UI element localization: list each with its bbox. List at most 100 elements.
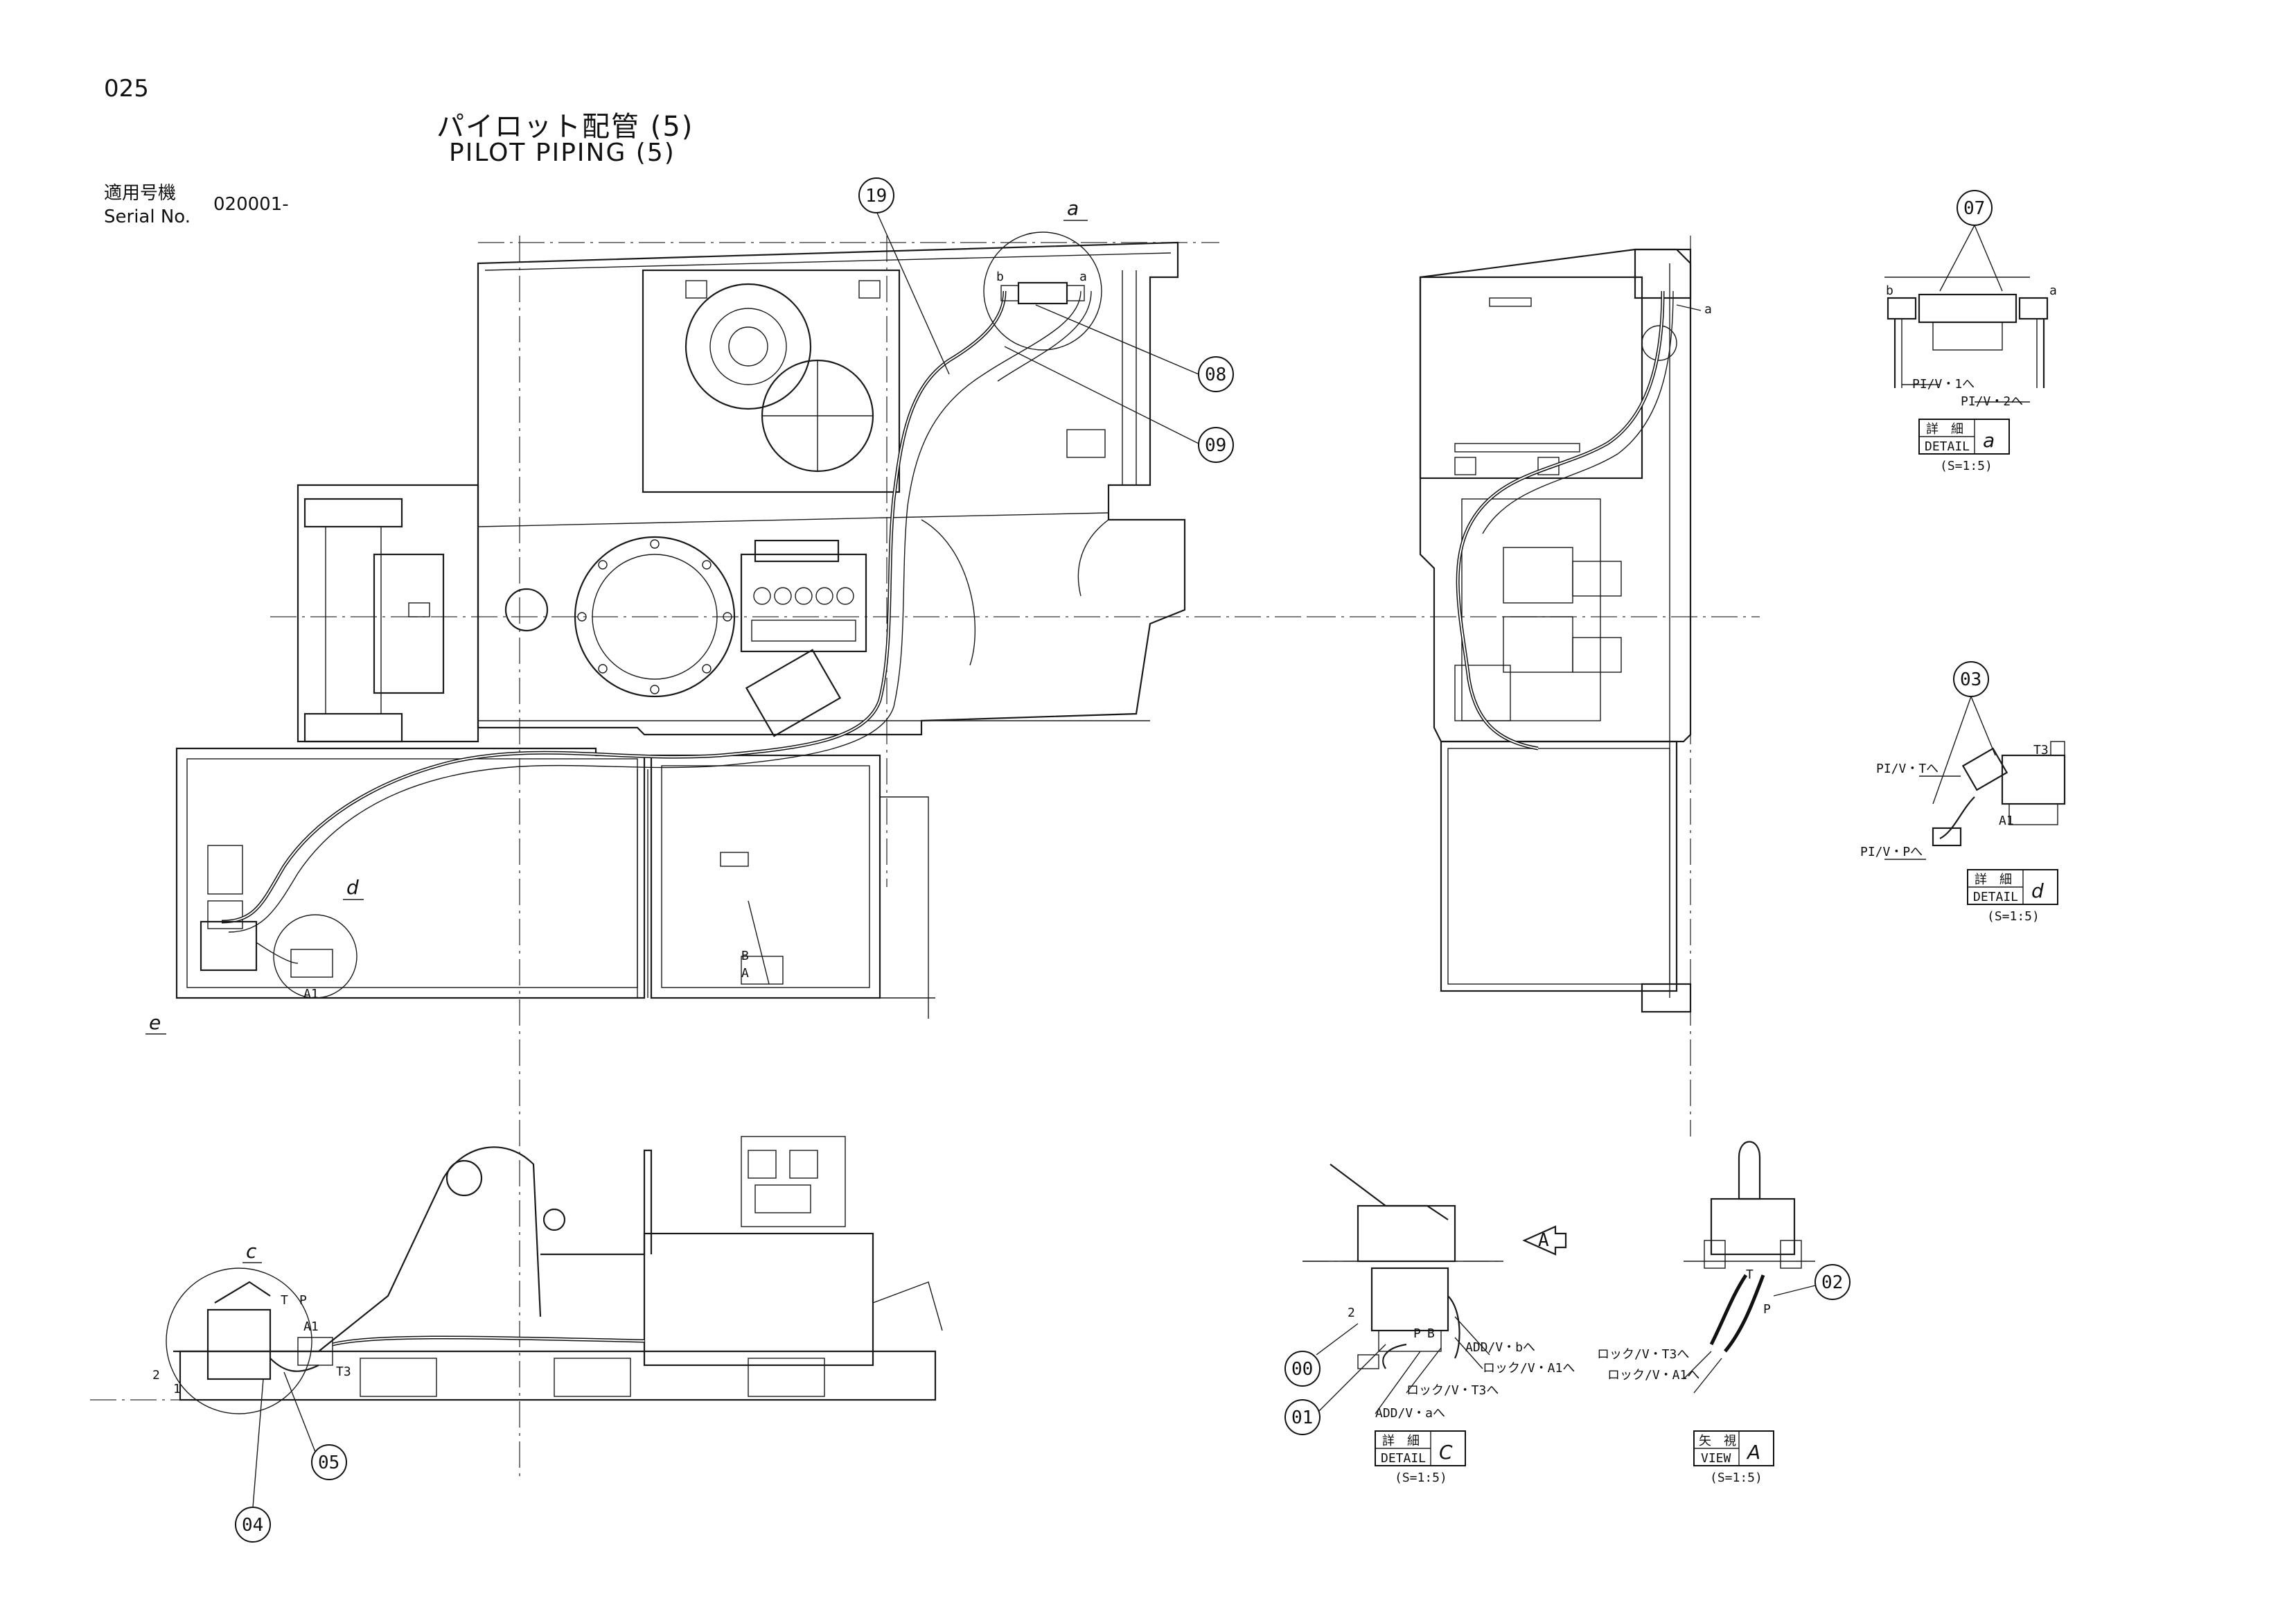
view-a-drawing [1683, 1141, 1815, 1394]
detail-box-c-scale: (S=1:5) [1395, 1471, 1447, 1485]
callout-19: 19 [865, 186, 887, 207]
detail-box-a-en: DETAIL [1925, 439, 1970, 454]
detail-letter-c-side: c [246, 1240, 257, 1263]
port-a1-side: A1 [303, 1319, 319, 1334]
view-marker-a: A [1538, 1230, 1549, 1251]
port-a-a: a [1079, 270, 1087, 284]
detail-d-drawing [1884, 696, 2066, 860]
view-arrow-icon [1522, 1225, 1567, 1256]
port-a1-d: A1 [1999, 814, 2014, 828]
callout-08: 08 [1205, 365, 1226, 385]
detail-box-d: 詳 細 DETAIL d (S=1:5) [1967, 869, 2058, 924]
port-p-v: P [1763, 1302, 1771, 1317]
title-english: PILOT PIPING (5) [449, 139, 675, 167]
detail-box-d-jp: 詳 細 [1975, 872, 2012, 887]
callout-02-circle [1814, 1264, 1851, 1300]
detail-box-view-a-jp: 矢 視 [1699, 1434, 1736, 1448]
callout-01: 01 [1291, 1407, 1313, 1428]
pilot-hose-19 [221, 290, 1092, 933]
port-a-valve: A [741, 966, 749, 981]
detail-box-d-letter: d [2031, 879, 2044, 902]
detail-box-a-scale: (S=1:5) [1940, 459, 1993, 473]
port-t-v: T [1746, 1267, 1754, 1282]
callout-05-circle [311, 1444, 347, 1480]
pipe-lock-a1-c: ロック/V・A1へ [1483, 1361, 1575, 1376]
detail-box-c: 詳 細 DETAIL C (S=1:5) [1375, 1430, 1466, 1485]
side-elevation [173, 1136, 943, 1401]
detail-box-view-a-scale: (S=1:5) [1710, 1471, 1763, 1485]
callout-07-circle [1957, 190, 1993, 226]
port-b-a: b [996, 270, 1004, 284]
port-b-a2: b [1886, 283, 1893, 298]
serial-label: 適用号機 Serial No. [104, 182, 191, 229]
detail-a-drawing [1884, 225, 2049, 403]
detail-box-d-scale: (S=1:5) [1987, 909, 2040, 924]
detail-box-c-letter: C [1439, 1441, 1453, 1464]
port-2: 2 [152, 1368, 160, 1383]
pipe-lock-t3-v: ロック/V・T3へ [1597, 1347, 1689, 1362]
pipe-pi-v2: PI/V・2へ [1961, 394, 2023, 409]
detail-box-d-en: DETAIL [1973, 890, 2018, 904]
detail-box-c-jp: 詳 細 [1382, 1434, 1420, 1448]
port-t: T [281, 1293, 288, 1308]
port-p: P [299, 1293, 307, 1308]
side-view-upper-structure [1419, 248, 1692, 1013]
pipe-pi-vp: PI/V・Pへ [1860, 845, 1923, 859]
lower-panels [175, 747, 935, 1019]
port-a-a2: a [2049, 283, 2057, 298]
callout-08-circle [1198, 356, 1234, 392]
page-number: 025 [104, 75, 149, 103]
port-2-c: 2 [1348, 1306, 1355, 1320]
port-a-side: a [1704, 302, 1712, 317]
detail-box-view-a: 矢 視 VIEW A (S=1:5) [1693, 1430, 1774, 1485]
serial-value: 020001- [213, 194, 289, 215]
detail-letter-d-main: d [346, 876, 359, 899]
detail-box-a-jp: 詳 細 [1926, 422, 1963, 437]
callout-19-circle [858, 177, 894, 213]
pipe-pi-v1: PI/V・1へ [1912, 377, 1975, 392]
serial-label-jp: 適用号機 [104, 183, 177, 204]
callout-04-circle [235, 1507, 271, 1543]
callout-03-circle [1953, 661, 1989, 697]
detail-box-view-a-letter: A [1746, 1441, 1760, 1464]
detail-box-view-a-en: VIEW [1701, 1451, 1731, 1466]
port-1: 1 [173, 1382, 181, 1396]
pipe-add-vb: ADD/V・bへ [1465, 1340, 1535, 1355]
callout-00: 00 [1291, 1359, 1313, 1380]
detail-letter-e-main: e [149, 1011, 161, 1034]
callout-03: 03 [1960, 669, 1981, 690]
detail-circle-d [200, 914, 357, 999]
title-japanese: パイロット配管 (5) [436, 111, 694, 143]
callout-00-circle [1284, 1351, 1321, 1387]
port-t3-d: T3 [2033, 743, 2049, 757]
callout-07: 07 [1963, 198, 1985, 219]
detail-box-a: 詳 細 DETAIL a (S=1:5) [1918, 419, 2010, 473]
port-p-c: P [1413, 1326, 1421, 1341]
port-t3-side: T3 [336, 1365, 351, 1379]
detail-box-a-letter: a [1983, 429, 1995, 452]
callout-01-circle [1284, 1399, 1321, 1435]
detail-box-c-en: DETAIL [1381, 1451, 1426, 1466]
pipe-lock-t3-c: ロック/V・T3へ [1406, 1383, 1499, 1398]
bearing-bolts [577, 539, 732, 694]
serial-label-en: Serial No. [104, 207, 191, 227]
pipe-add-va: ADD/V・aへ [1375, 1406, 1445, 1421]
port-a1-main: A1 [303, 987, 319, 1001]
centerlines [90, 236, 1760, 1476]
callout-09: 09 [1205, 435, 1226, 456]
main-frame-plan [297, 241, 1186, 743]
detail-circle-c [166, 1267, 333, 1414]
callout-02: 02 [1821, 1272, 1843, 1293]
callout-05: 05 [318, 1453, 339, 1473]
detail-letter-a-main: a [1067, 197, 1079, 220]
detail-c-drawing [1302, 1164, 1503, 1369]
callout-09-circle [1198, 427, 1234, 463]
side-view-hose [1456, 290, 1674, 751]
detail-circle-a [983, 231, 1102, 351]
control-valve [740, 539, 867, 737]
pipe-pi-vt: PI/V・Tへ [1876, 762, 1939, 776]
pipe-lock-a1-v: ロック/V・A1へ [1607, 1368, 1699, 1383]
port-b-valve: B [741, 949, 749, 963]
callout-04: 04 [242, 1515, 263, 1536]
